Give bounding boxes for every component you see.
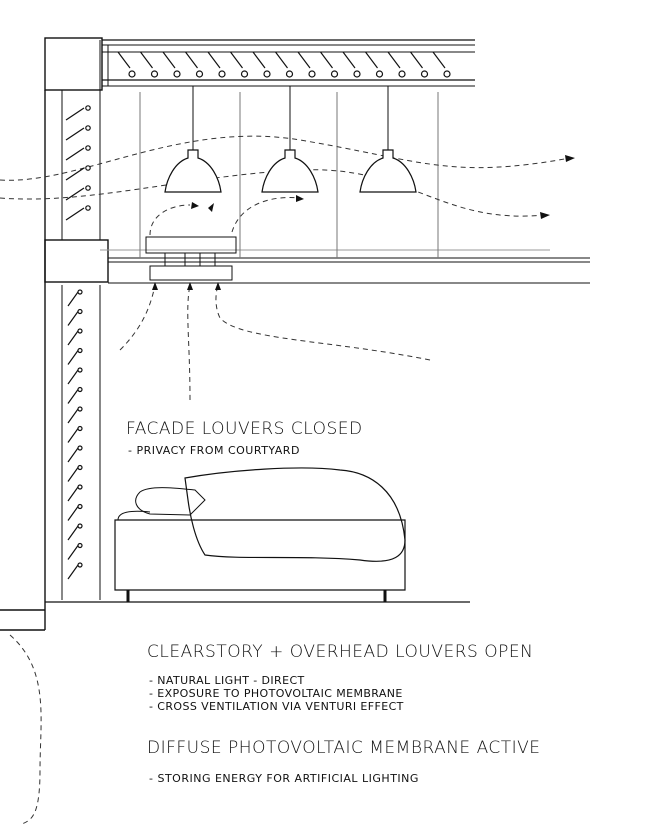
note-item: - NATURAL LIGHT - DIRECT — [149, 674, 305, 687]
facade-louver — [67, 406, 83, 424]
facade-louver — [65, 105, 91, 121]
facade-louver — [67, 484, 83, 502]
facade-louvers — [65, 105, 91, 580]
pendant-lamp — [359, 149, 417, 193]
membrane-note: - STORING ENERGY FOR ARTIFICIAL LIGHTING — [149, 772, 419, 785]
facade-louver — [67, 425, 83, 443]
overhead-louver — [432, 51, 451, 78]
overhead-louver — [387, 51, 406, 78]
facade-louver — [65, 165, 91, 181]
clearstory-notes: - NATURAL LIGHT - DIRECT - EXPOSURE TO P… — [149, 674, 404, 713]
facade-louvers-note: - PRIVACY FROM COURTYARD — [128, 444, 300, 457]
overhead-louver — [252, 51, 271, 78]
overhead-louver — [207, 51, 226, 78]
overhead-louver — [117, 51, 136, 78]
facade-louver — [67, 562, 83, 580]
facade-louver — [67, 386, 83, 404]
note-item: - EXPOSURE TO PHOTOVOLTAIC MEMBRANE — [149, 687, 403, 700]
arrow-head — [187, 282, 193, 290]
membrane-title: DIFFUSE PHOTOVOLTAIC MEMBRANE ACTIVE — [147, 738, 541, 758]
facade-louver — [65, 145, 91, 161]
mid-beam — [44, 239, 109, 283]
facade-louver — [67, 503, 83, 521]
overhead-louver — [162, 51, 181, 78]
overhead-louver — [140, 51, 159, 78]
roof-beam — [44, 37, 103, 91]
facade-louver — [67, 308, 83, 326]
facade-louver — [67, 445, 83, 463]
overhead-louver — [275, 51, 294, 78]
vent-unit — [145, 236, 237, 254]
overhead-louver — [230, 51, 249, 78]
note-item: - CROSS VENTILATION VIA VENTURI EFFECT — [149, 700, 404, 713]
facade-louver — [67, 289, 83, 307]
overhead-louver — [342, 51, 361, 78]
pendant-lamps — [164, 149, 417, 193]
arrow-head — [152, 282, 158, 290]
overhead-louvers — [117, 51, 451, 78]
facade-louver — [65, 125, 91, 141]
overhead-louver — [185, 51, 204, 78]
overhead-louver — [365, 51, 384, 78]
arrow-head — [191, 202, 199, 209]
facade-louver — [67, 464, 83, 482]
bed — [114, 467, 406, 602]
facade-louver — [65, 205, 91, 221]
facade-louver — [67, 328, 83, 346]
facade-louver — [67, 523, 83, 541]
arrow-head — [215, 282, 221, 290]
pendant-lamp — [261, 149, 319, 193]
facade-louver — [67, 347, 83, 365]
clearstory-title: CLEARSTORY + OVERHEAD LOUVERS OPEN — [147, 642, 534, 662]
overhead-louver — [410, 51, 429, 78]
facade-louver — [67, 542, 83, 560]
facade-louvers-title: FACADE LOUVERS CLOSED — [126, 419, 363, 439]
pendant-lamp — [164, 149, 222, 193]
arrow-head — [540, 212, 550, 219]
overhead-louver — [320, 51, 339, 78]
arrow-head — [208, 203, 214, 212]
arrow-head — [565, 155, 575, 162]
overhead-louver — [297, 51, 316, 78]
facade-louver — [65, 185, 91, 201]
facade-louver — [67, 367, 83, 385]
arrow-head — [296, 195, 304, 202]
